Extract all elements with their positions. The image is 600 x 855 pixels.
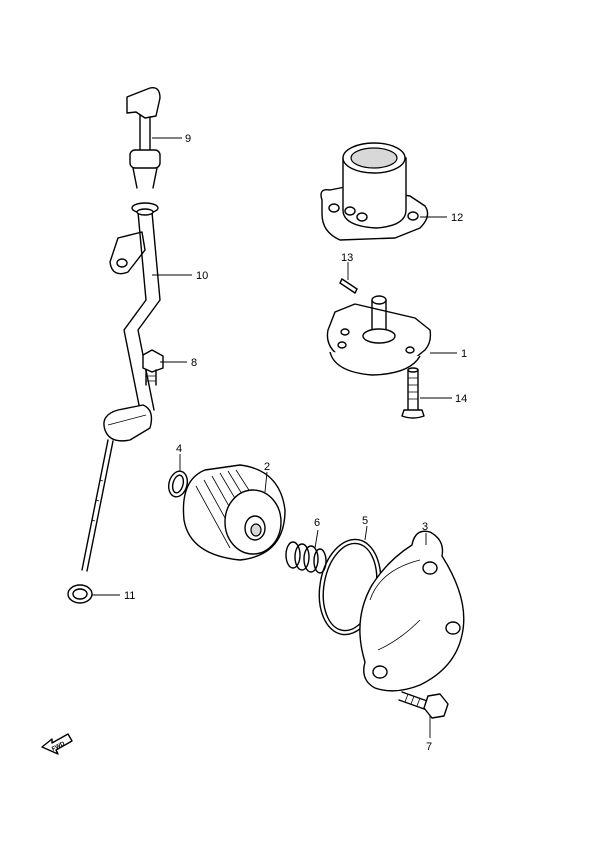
dipstick-rod: [81, 439, 114, 572]
callout-13: 13: [341, 252, 353, 264]
callout-10: 10: [196, 270, 208, 282]
part-1-pump-body: [326, 295, 432, 376]
part-11-o-ring: [67, 584, 93, 604]
part-3-filter-cap: [359, 530, 465, 692]
callout-5: 5: [362, 515, 368, 527]
callout-2: 2: [264, 461, 270, 473]
part-12-pump-cover: [320, 142, 429, 241]
leader-lines: [92, 137, 457, 738]
part-14-screw: [401, 367, 425, 419]
part-9-dipstick-handle: [126, 87, 161, 214]
callout-4: 4: [176, 443, 182, 455]
callout-labels: 9 10 8 11 12 13 1 14 4 2 6 5 3 7: [124, 133, 467, 753]
part-4-o-ring: [167, 470, 189, 498]
part-7-bolt: [398, 691, 449, 719]
callout-3: 3: [422, 521, 428, 533]
callout-8: 8: [191, 357, 197, 369]
fwd-arrow: FWD: [41, 733, 73, 755]
callout-14: 14: [455, 393, 467, 405]
part-2-oil-filter: [182, 464, 286, 561]
part-6-spring: [285, 541, 327, 574]
callout-1: 1: [461, 348, 467, 360]
part-10-dipstick-tube: [103, 208, 161, 442]
callout-7: 7: [426, 741, 432, 753]
callout-11: 11: [124, 590, 135, 602]
callout-6: 6: [314, 517, 320, 529]
part-8-bolt: [142, 349, 164, 386]
callout-12: 12: [451, 212, 463, 224]
callout-9: 9: [185, 133, 191, 145]
part-13-pin: [339, 278, 358, 294]
